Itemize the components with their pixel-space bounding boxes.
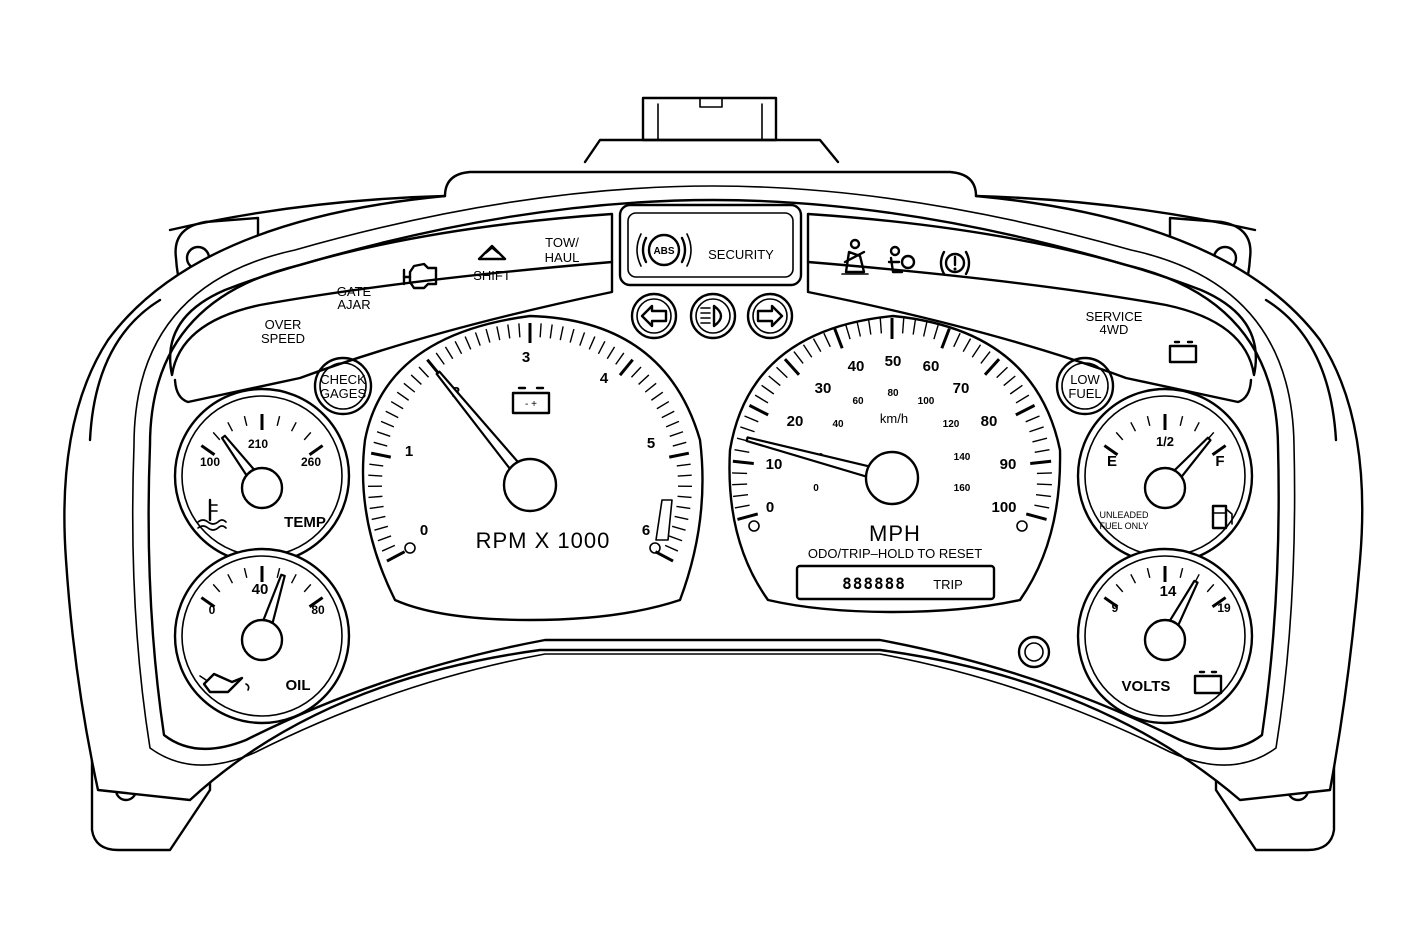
speed-tick-47 <box>1037 484 1052 485</box>
tach-tick-31 <box>540 323 541 337</box>
tow-haul-label-2: HAUL <box>545 250 580 265</box>
kmh-tick-label-100: 100 <box>918 396 935 407</box>
kmh-tick-label-120: 120 <box>943 419 960 430</box>
mph-tick-label-10: 10 <box>766 456 783 473</box>
volts-tick-label-14: 14 <box>1160 583 1177 600</box>
kmh-tick-label-40: 40 <box>832 419 844 430</box>
svg-text:- +: - + <box>525 399 537 410</box>
temp-tick-label-100: 100 <box>200 455 220 469</box>
kmh-tick-label-140: 140 <box>954 452 971 463</box>
tach-tick-label-0: 0 <box>420 522 428 539</box>
speedometer: 0 10 20 30 40 50 60 70 80 90 100 0 20 40… <box>729 316 1060 612</box>
tach-tick-label-1: 1 <box>405 443 413 460</box>
temp-tick-label-210: 210 <box>248 437 268 451</box>
fuel-gauge: E 1/2 F UNLEADED FUEL ONLY <box>1078 389 1252 563</box>
temp-tick-label-260: 260 <box>301 455 321 469</box>
tach-tick-label-3: 3 <box>522 349 530 366</box>
gate-ajar-label-2: AJAR <box>337 297 370 312</box>
volts-label: VOLTS <box>1122 678 1171 695</box>
kmh-tick-label-60: 60 <box>852 396 864 407</box>
mph-tick-label-80: 80 <box>981 413 998 430</box>
speed-tick-3 <box>732 484 747 485</box>
kmh-tick-label-160: 160 <box>954 483 971 494</box>
tach-tick-8 <box>368 475 382 476</box>
tach-tick-29 <box>519 323 520 337</box>
oil-tick-label-80: 80 <box>311 603 325 617</box>
tach-unit-label: RPM X 1000 <box>476 528 611 553</box>
over-speed-label-2: SPEED <box>261 331 305 346</box>
kmh-tick-label-0: 0 <box>813 483 819 494</box>
mph-tick-label-40: 40 <box>848 358 865 375</box>
mph-tick-label-20: 20 <box>787 413 804 430</box>
fuel-tick-label-e: E <box>1107 453 1117 470</box>
mph-unit-label: MPH <box>869 521 921 546</box>
oil-tick-label-0: 0 <box>209 603 216 617</box>
odometer-value: 888888 <box>842 574 906 593</box>
tach-tick-52 <box>678 475 692 476</box>
fuel-note-2: FUEL ONLY <box>1099 521 1148 531</box>
volts-tick-label-9: 9 <box>1112 601 1119 615</box>
fuel-note-1: UNLEADED <box>1099 510 1149 520</box>
volts-tick-label-19: 19 <box>1217 601 1231 615</box>
mph-tick-label-100: 100 <box>991 499 1016 516</box>
volts-gauge: 9 14 19 VOLTS <box>1078 549 1252 723</box>
mph-tick-label-70: 70 <box>953 380 970 397</box>
check-gages-label-2: GAGES <box>320 386 367 401</box>
tach-tick-label-4: 4 <box>600 370 609 387</box>
low-fuel-label-2: FUEL <box>1068 386 1101 401</box>
check-gages-label-1: CHECK <box>320 372 366 387</box>
service-4wd-label-2: 4WD <box>1100 322 1129 337</box>
tow-haul-label-1: TOW/ <box>545 235 579 250</box>
mph-tick-label-60: 60 <box>923 358 940 375</box>
trip-label: TRIP <box>933 577 963 592</box>
temp-label: TEMP <box>284 514 326 531</box>
oil-tick-label-40: 40 <box>252 581 269 598</box>
fuel-tick-label-f: F <box>1215 453 1224 470</box>
oil-gauge: 0 40 80 OIL <box>175 549 349 723</box>
security-label: SECURITY <box>708 247 774 262</box>
tach-tick-label-6: 6 <box>642 522 650 539</box>
over-speed-label-1: OVER <box>265 317 302 332</box>
top-connector <box>585 98 838 162</box>
abs-label: ABS <box>653 246 674 257</box>
mph-tick-label-50: 50 <box>885 353 902 370</box>
kmh-tick-label-80: 80 <box>887 388 899 399</box>
mph-tick-label-90: 90 <box>1000 456 1017 473</box>
shift-label: SHIFT <box>473 268 511 283</box>
tach-tick-label-5: 5 <box>647 435 655 452</box>
low-fuel-label-1: LOW <box>1070 372 1100 387</box>
odo-reset-label: ODO/TRIP–HOLD TO RESET <box>808 546 982 561</box>
kmh-unit-label: km/h <box>880 411 908 426</box>
fuel-tick-label-half: 1/2 <box>1156 434 1174 449</box>
oil-label: OIL <box>286 677 311 694</box>
temp-gauge: 100 210 260 TEMP <box>175 389 349 563</box>
mph-tick-label-0: 0 <box>766 499 774 516</box>
mph-tick-label-30: 30 <box>815 380 832 397</box>
tachometer: 0 1 2 3 4 5 6 - + RPM X 1000 <box>363 316 703 620</box>
